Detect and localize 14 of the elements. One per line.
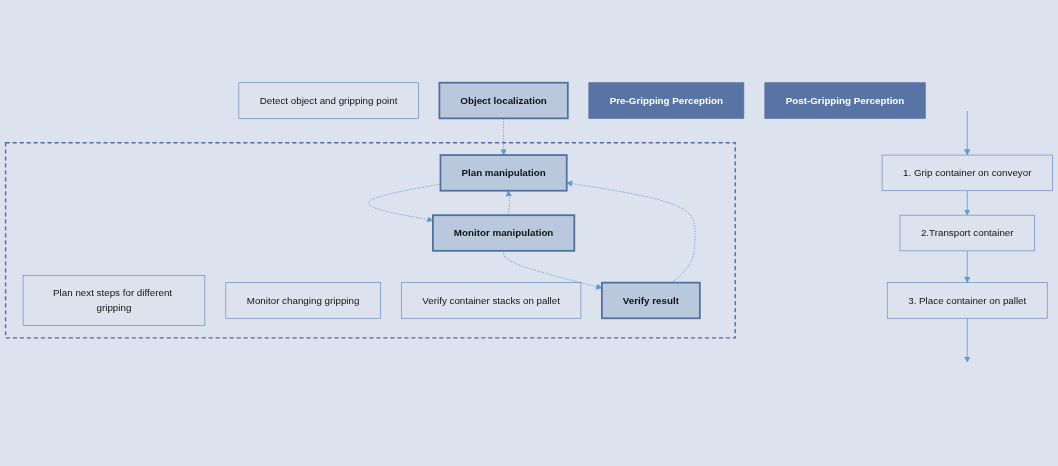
- node-box: Post-Gripping Perception: [764, 82, 926, 119]
- node-box: Object localization: [438, 81, 569, 120]
- node-box: Monitor manipulation: [432, 214, 576, 252]
- node-box: Verify result: [601, 281, 701, 320]
- node-box: Monitor changing gripping: [225, 282, 381, 319]
- node-box: Plan manipulation: [439, 154, 568, 192]
- node-box: 3. Place container on pallet: [886, 282, 1048, 319]
- node-box: Verify container stacks on pallet: [400, 282, 582, 319]
- node-box: 2.Transport container: [899, 214, 1035, 252]
- node-box: Pre-Gripping Perception: [588, 82, 745, 119]
- cluster: [4, 142, 736, 339]
- node-box: Plan next steps for different gripping: [22, 274, 206, 326]
- node-box: 1. Grip container on conveyor: [881, 154, 1053, 192]
- node-box: Detect object and gripping point: [238, 82, 419, 119]
